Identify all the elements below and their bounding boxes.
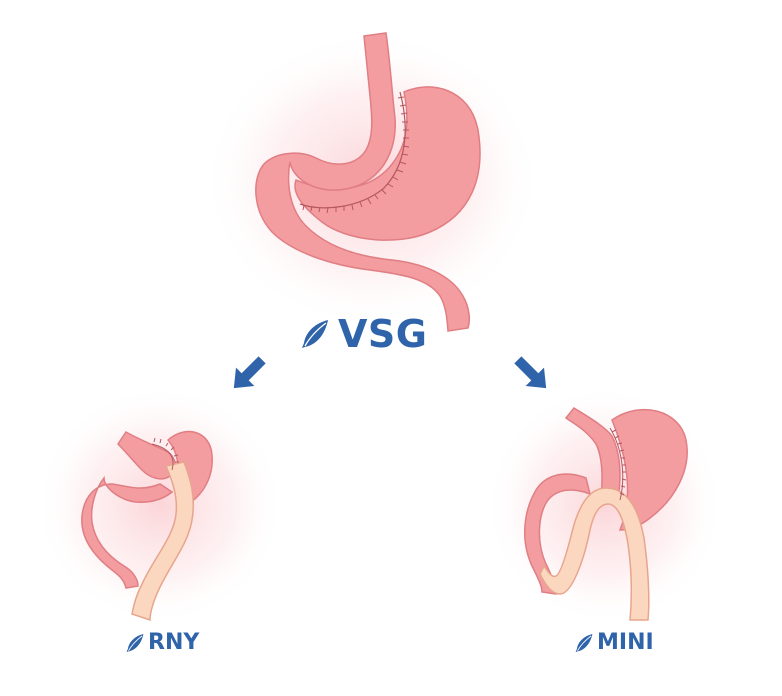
rny-staple-ticks bbox=[153, 437, 179, 463]
vsg-sleeve bbox=[255, 32, 471, 332]
mini-label-text: MINI bbox=[597, 630, 654, 655]
mini-staple-ticks bbox=[611, 429, 627, 496]
mini-label: MINI bbox=[573, 630, 654, 655]
arrow-right-icon bbox=[514, 356, 547, 389]
rny-illustration bbox=[81, 430, 213, 622]
mini-bypass-loop bbox=[539, 487, 650, 621]
feather-icon bbox=[575, 633, 593, 652]
rny-label: RNY bbox=[124, 630, 199, 655]
mini-afferent-limb bbox=[524, 473, 592, 595]
feather-icon bbox=[126, 633, 144, 652]
vsg-label-text: VSG bbox=[338, 312, 428, 356]
rny-roux-limb bbox=[131, 461, 195, 622]
mini-illustration bbox=[524, 407, 688, 621]
vsg-staple-line bbox=[299, 91, 406, 209]
rny-label-text: RNY bbox=[148, 630, 200, 655]
vsg-illustration bbox=[255, 32, 481, 332]
arrow-left-icon bbox=[233, 356, 266, 389]
vsg-staple-ticks bbox=[302, 96, 410, 214]
rny-limb bbox=[81, 475, 174, 589]
feather-icon bbox=[302, 320, 328, 348]
rny-glow bbox=[35, 385, 285, 625]
mini-stomach-remnant bbox=[611, 408, 688, 531]
vsg-label: VSG bbox=[298, 312, 427, 356]
rny-staple-line bbox=[151, 443, 174, 471]
vsg-stomach-remnant bbox=[294, 86, 481, 241]
